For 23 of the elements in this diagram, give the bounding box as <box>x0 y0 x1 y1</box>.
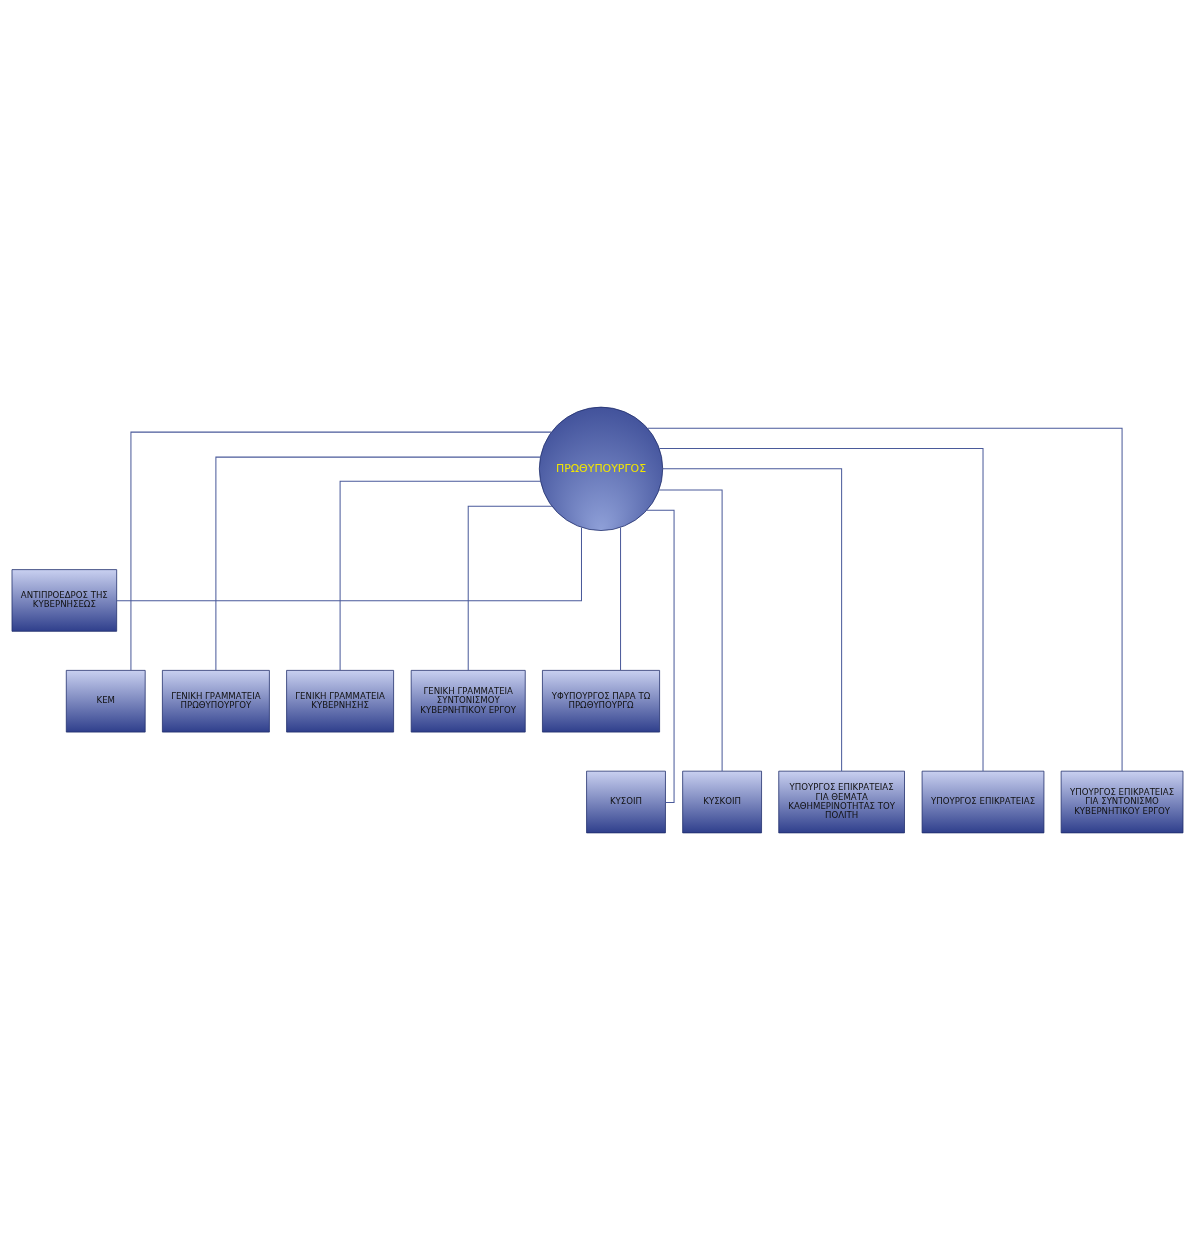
connector <box>116 527 582 602</box>
node-box: ΓΕΝΙΚΗ ΓΡΑΜΜΑΤΕΙΑ ΠΡΩΘΥΠΟΥΡΓΟΥ <box>162 670 270 733</box>
node-box: ΚΥΣΚΟΙΠ <box>682 770 762 834</box>
node-box: ΥΠΟΥΡΓΟΣ ΕΠΙΚΡΑΤΕΙΑΣ ΓΙΑ ΘΕΜΑΤΑ ΚΑΘΗΜΕΡΙΝΟΤΗΤΑΣ ΤΟΥ ΠΟΛΙΤΗ <box>778 770 905 834</box>
node-box: ΥΠΟΥΡΓΟΣ ΕΠΙΚΡΑΤΕΙΑΣ ΓΙΑ ΣΥΝΤΟΝΙΣΜΟ ΚΥΒΕΡΝΗΤΙΚΟΥ ΕΡΓΟΥ <box>1060 770 1184 834</box>
node-box: ΑΝΤΙΠΡΟΕΔΡΟΣ ΤΗΣ ΚΥΒΕΡΝΗΣΕΩΣ <box>11 569 118 632</box>
connector <box>646 427 1123 772</box>
node-box: ΚΥΣΟΙΠ <box>586 770 666 834</box>
node-box: ΥΦΥΠΟΥΡΓΟΣ ΠΑΡΑ ΤΩ ΠΡΩΘΥΠΟΥΡΓΩ <box>542 670 660 733</box>
node-box: ΓΕΝΙΚΗ ΓΡΑΜΜΑΤΕΙΑ ΚΥΒΕΡΝΗΣΗΣ <box>286 670 394 733</box>
node-circle: ΠΡΩΘΥΠΟΥΡΓΟΣ <box>538 406 664 531</box>
connector <box>658 489 723 772</box>
node-box: ΚΕΜ <box>65 670 146 733</box>
connector <box>662 468 843 772</box>
connector <box>467 505 553 671</box>
connector <box>339 480 541 671</box>
connector <box>620 526 622 671</box>
connector <box>215 456 541 671</box>
node-box: ΥΠΟΥΡΓΟΣ ΕΠΙΚΡΑΤΕΙΑΣ <box>921 770 1045 834</box>
node-box: ΓΕΝΙΚΗ ΓΡΑΜΜΑΤΕΙΑ ΣΥΝΤΟΝΙΣΜΟΥ ΚΥΒΕΡΝΗΤΙΚΟΥ ΕΡΓΟΥ <box>410 670 526 733</box>
connector <box>130 431 552 671</box>
connector <box>658 448 984 772</box>
connector <box>646 509 675 803</box>
